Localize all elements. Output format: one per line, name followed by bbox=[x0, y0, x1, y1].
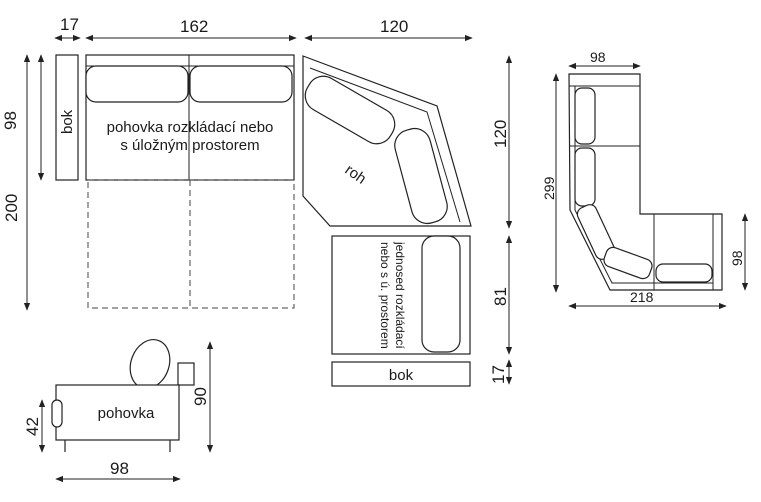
dim-plan-height: 299 bbox=[541, 73, 560, 293]
sofa-extension-dashed bbox=[87, 179, 295, 309]
sofa-module: pohovka rozkládací nebo s úložným prosto… bbox=[85, 54, 295, 181]
plan-cushion-2 bbox=[574, 147, 596, 207]
armchair-module: jednosed rozkládací nebo s ú. prostorem bbox=[331, 235, 471, 355]
plan-cushion-1 bbox=[574, 87, 596, 145]
dim-armchair-depth: 81 bbox=[491, 235, 513, 355]
sofa-cushion-left bbox=[85, 65, 189, 103]
dim-plan-right-label: 98 bbox=[729, 250, 745, 266]
dim-plan-top: 98 bbox=[568, 49, 641, 70]
plan-view bbox=[568, 73, 723, 291]
sofa-cushion-right bbox=[189, 65, 293, 103]
dim-plan-height-label: 299 bbox=[541, 176, 557, 200]
dim-corner-width-label: 120 bbox=[380, 17, 408, 36]
dim-side-seat-label: 42 bbox=[23, 417, 42, 436]
dim-sofa-width-label: 162 bbox=[180, 17, 208, 36]
dim-armchair-depth-label: 81 bbox=[491, 287, 510, 306]
corner-cushion-back bbox=[304, 75, 396, 145]
dim-sofa-depth-label: 98 bbox=[1, 111, 20, 130]
dim-plan-right: 98 bbox=[729, 213, 749, 291]
side-view: pohovka bbox=[51, 339, 195, 452]
armchair-label-line2: nebo s ú. prostorem bbox=[378, 242, 392, 349]
corner-module: roh bbox=[302, 55, 472, 227]
dim-side-height-label: 90 bbox=[191, 387, 210, 406]
dim-sofa-width: 162 bbox=[85, 17, 297, 42]
bok-bottom: bok bbox=[331, 361, 471, 387]
plan-cushion-4 bbox=[603, 246, 653, 280]
armchair-label-line1: jednosed rozkládací bbox=[393, 241, 407, 349]
dim-corner-width: 120 bbox=[304, 17, 473, 42]
dim-plan-top-label: 98 bbox=[590, 49, 606, 65]
dim-side-seat: 42 bbox=[23, 399, 46, 453]
armchair-cushion bbox=[421, 235, 461, 353]
dim-side-height: 90 bbox=[191, 341, 214, 453]
dim-bok-width: 17 bbox=[54, 15, 81, 42]
bok-left: bok bbox=[55, 54, 79, 181]
dim-side-depth: 98 bbox=[55, 459, 181, 483]
dim-plan-width-label: 218 bbox=[630, 289, 654, 305]
side-view-label: pohovka bbox=[98, 405, 155, 422]
bok-bottom-label: bok bbox=[389, 367, 414, 384]
sofa-label-line2: s úložným prostorem bbox=[120, 137, 259, 154]
dim-sofa-extended: 200 bbox=[2, 54, 31, 311]
sofa-label-line1: pohovka rozkládací nebo bbox=[107, 119, 274, 136]
dim-bok-right-label: 17 bbox=[489, 365, 508, 384]
dim-corner-depth-label: 120 bbox=[491, 120, 510, 148]
dim-bok-width-label: 17 bbox=[60, 15, 79, 34]
dim-sofa-extended-label: 200 bbox=[2, 194, 21, 222]
dim-sofa-depth: 98 bbox=[1, 54, 45, 181]
dim-corner-depth: 120 bbox=[491, 55, 513, 229]
dim-bok-right: 17 bbox=[489, 359, 513, 385]
dim-plan-width: 218 bbox=[568, 289, 727, 310]
corner-cushion-side bbox=[394, 127, 448, 225]
bok-left-label: bok bbox=[59, 109, 76, 134]
plan-cushion-5 bbox=[655, 263, 713, 283]
dim-side-depth-label: 98 bbox=[110, 459, 129, 478]
